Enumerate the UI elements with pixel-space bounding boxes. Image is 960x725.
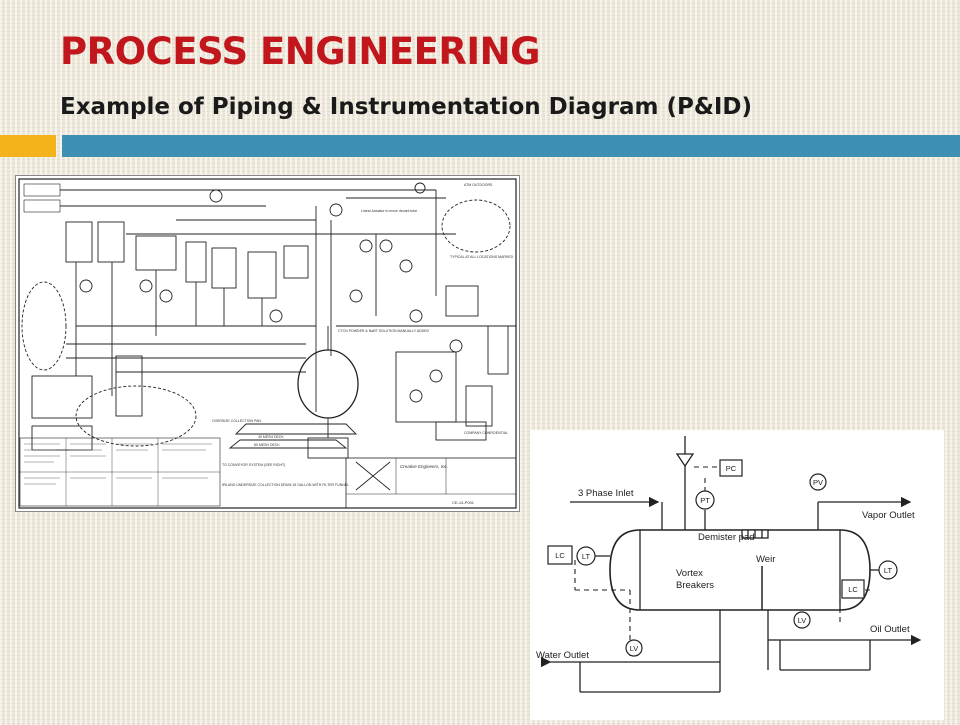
- separator-diagram: PC PT PV LC LT LT LC LV LV 3 Phase Inlet…: [530, 430, 944, 720]
- pid-title-dwg-number: CE-14-P001: [452, 500, 475, 505]
- pid-annotation-to-conveyor: TO CONVEYOR SYSTEM (SEE RIGHT): [222, 463, 285, 467]
- label-demister-pad: Demister pad: [698, 532, 755, 543]
- instrument-lt-left: LT: [582, 552, 591, 561]
- instrument-lv-left: LV: [630, 644, 639, 653]
- instrument-pt: PT: [700, 496, 710, 505]
- label-3-phase-inlet: 3 Phase Inlet: [578, 488, 634, 499]
- pid-annotation-mesh-80: 80 MESH DECK: [254, 443, 280, 447]
- instrument-lc-left: LC: [555, 551, 565, 560]
- instrument-pc: PC: [726, 464, 737, 473]
- pid-annotation-oversize: OVERSIZE COLLECTION PAN: [212, 419, 261, 423]
- accent-bar-blue: [62, 135, 960, 157]
- separator-diagram-svg: PC PT PV LC LT LT LC LV LV 3 Phase Inlet…: [536, 436, 922, 693]
- label-weir: Weir: [756, 554, 775, 565]
- pid-annotation-confidential: COMPANY CONFIDENTIAL: [464, 431, 508, 435]
- slide-subtitle: Example of Piping & Instrumentation Diag…: [60, 94, 753, 120]
- pid-title-company: Creative Engineers, Inc.: [400, 464, 448, 469]
- pid-annotation-mesh-40: 40 MESH DECK: [258, 435, 284, 439]
- pid-drawing-svg: Linear Actuator to move decant tube TYPI…: [18, 178, 517, 509]
- label-breakers: Breakers: [676, 580, 714, 591]
- instrument-lv-right: LV: [798, 616, 807, 625]
- instrument-pv: PV: [813, 478, 823, 487]
- pid-annotation-linear-actuator: Linear Actuator to move decant tube: [361, 209, 417, 213]
- pid-annotation-atm: ATM OUTDOORS: [464, 183, 493, 187]
- label-oil-outlet: Oil Outlet: [870, 624, 910, 635]
- label-vapor-outlet: Vapor Outlet: [862, 510, 915, 521]
- pid-annotation-ctcn: CTCN POWDER & NaBT SOLUTION MANUALLY ADD…: [338, 329, 429, 333]
- pid-drawing: Linear Actuator to move decant tube TYPI…: [15, 175, 520, 512]
- label-vortex: Vortex: [676, 568, 703, 579]
- slide-title: PROCESS ENGINEERING: [60, 30, 541, 73]
- pid-annotation-typical: TYPICAL AT ALL LOCATIONS MARKED: [450, 255, 514, 259]
- label-water-outlet: Water Outlet: [536, 650, 589, 661]
- instrument-lt-right: LT: [884, 566, 893, 575]
- instrument-lc-right: LC: [848, 585, 858, 594]
- accent-bar-orange: [0, 135, 56, 157]
- pid-annotation-ipa: IPA AND UNDERSIZE COLLECTION DRUM 15 GAL…: [222, 483, 349, 487]
